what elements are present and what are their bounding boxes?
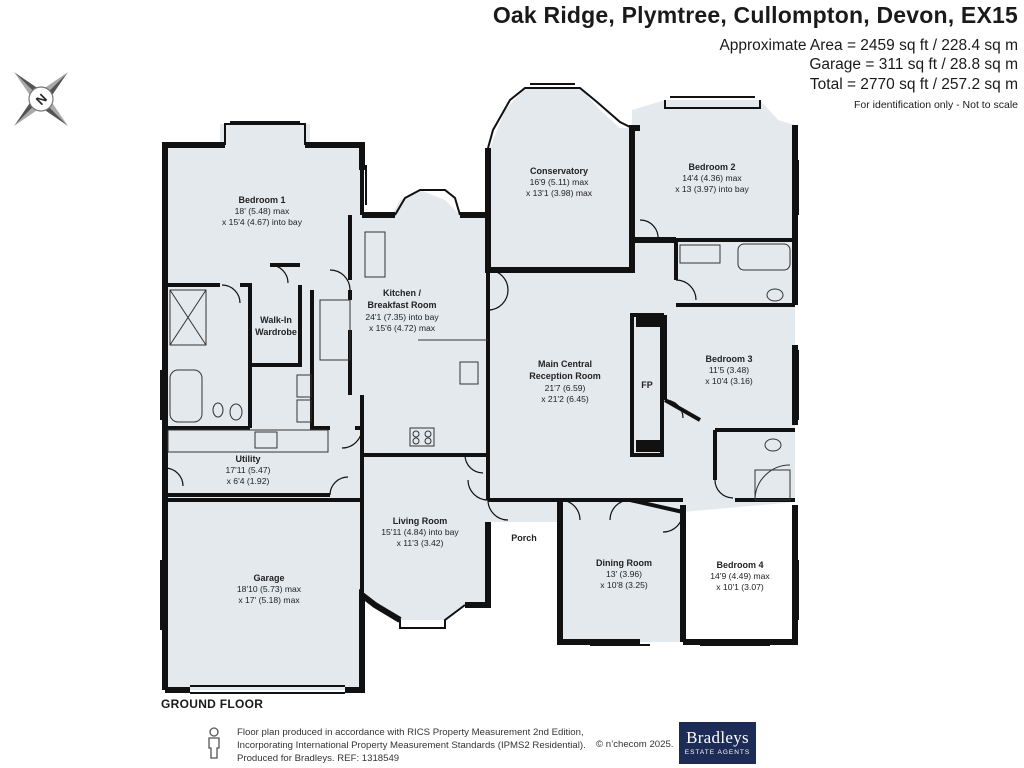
bedroom3-name: Bedroom 3 bbox=[705, 354, 752, 364]
bedroom1-dim1: 18' (5.48) max bbox=[235, 206, 290, 216]
kitchen-dim1: 24'1 (7.35) into bay bbox=[365, 312, 439, 322]
footer-line1: Floor plan produced in accordance with R… bbox=[237, 727, 584, 738]
windows bbox=[160, 83, 799, 694]
conservatory-name: Conservatory bbox=[530, 166, 588, 176]
reception-dim2: x 21'2 (6.45) bbox=[541, 394, 589, 404]
kitchen-name1: Kitchen / bbox=[383, 288, 422, 298]
walkin-name2: Wardrobe bbox=[255, 327, 297, 337]
room-labels: Bedroom 1 18' (5.48) max x 15'4 (4.67) i… bbox=[222, 162, 770, 605]
area-main: Approximate Area = 2459 sq ft / 228.4 sq… bbox=[719, 37, 1018, 54]
dining-name: Dining Room bbox=[596, 558, 652, 568]
person-icon bbox=[208, 727, 220, 759]
footer-line2: Incorporating International Property Mea… bbox=[237, 740, 586, 751]
bath-2 bbox=[737, 243, 791, 271]
doors bbox=[164, 219, 734, 533]
kitchen-sink bbox=[459, 361, 479, 385]
area-total: Total = 2770 sq ft / 257.2 sq m bbox=[809, 76, 1018, 93]
bedroom3-dim1: 11'5 (3.48) bbox=[709, 365, 749, 375]
bedroom1-name: Bedroom 1 bbox=[238, 195, 285, 205]
living-dim2: x 11'3 (3.42) bbox=[397, 538, 444, 548]
internal-walls bbox=[165, 170, 795, 595]
scale-disclaimer: For identification only - Not to scale bbox=[854, 99, 1018, 111]
utility-dim1: 17'11 (5.47) bbox=[226, 465, 271, 475]
porch-name: Porch bbox=[511, 533, 537, 543]
shower-tray bbox=[169, 289, 207, 346]
dining-dim1: 13' (3.96) bbox=[606, 569, 642, 579]
bedroom2-name: Bedroom 2 bbox=[688, 162, 735, 172]
footer-line3: Produced for Bradleys. REF: 1318549 bbox=[237, 753, 400, 764]
bedroom2-dim1: 14'4 (4.36) max bbox=[682, 173, 742, 183]
living-name: Living Room bbox=[393, 516, 448, 526]
bath bbox=[169, 369, 203, 423]
conservatory-dim2: x 13'1 (3.98) max bbox=[526, 188, 593, 198]
floor-label: GROUND FLOOR bbox=[161, 697, 264, 711]
property-title: Oak Ridge, Plymtree, Cullompton, Devon, … bbox=[492, 2, 1018, 28]
garage-name: Garage bbox=[253, 573, 284, 583]
brand-name: Bradleys bbox=[686, 728, 749, 747]
utility-sink bbox=[254, 431, 278, 449]
area-garage: Garage = 311 sq ft / 28.8 sq m bbox=[809, 56, 1018, 73]
copyright: © n’checom 2025. bbox=[596, 739, 674, 750]
utility-name: Utility bbox=[235, 454, 260, 464]
brand-tagline: ESTATE AGENTS bbox=[684, 749, 751, 756]
reception-name2: Reception Room bbox=[529, 371, 601, 381]
dining-dim2: x 10'8 (3.25) bbox=[600, 580, 648, 590]
fireplace-label: FP bbox=[641, 380, 653, 390]
footer-notes: Floor plan produced in accordance with R… bbox=[237, 726, 586, 765]
utility-dim2: x 6'4 (1.92) bbox=[227, 476, 270, 486]
conservatory-dim1: 16'9 (5.11) max bbox=[530, 177, 590, 187]
fixtures bbox=[167, 231, 791, 501]
compass-icon: N bbox=[14, 72, 68, 126]
garage-dim2: x 17' (5.18) max bbox=[238, 595, 300, 605]
bedroom4-name: Bedroom 4 bbox=[716, 560, 763, 570]
brand-logo: Bradleys ESTATE AGENTS bbox=[679, 722, 756, 764]
bedroom1-dim2: x 15'4 (4.67) into bay bbox=[222, 217, 303, 227]
kitchen-name2: Breakfast Room bbox=[367, 300, 436, 310]
reception-name1: Main Central bbox=[538, 359, 592, 369]
fireplace bbox=[630, 313, 664, 457]
living-dim1: 15'11 (4.84) into bay bbox=[381, 527, 459, 537]
outer-walls bbox=[162, 125, 798, 693]
garage-dim1: 18'10 (5.73) max bbox=[237, 584, 302, 594]
bedroom3-dim2: x 10'4 (3.16) bbox=[705, 376, 753, 386]
bedroom2-dim2: x 13 (3.97) into bay bbox=[675, 184, 749, 194]
kitchen-dim2: x 15'6 (4.72) max bbox=[369, 323, 436, 333]
hob bbox=[409, 427, 435, 447]
reception-dim1: 21'7 (6.59) bbox=[545, 383, 586, 393]
bedroom4-dim1: 14'9 (4.49) max bbox=[710, 571, 770, 581]
bedroom4-dim2: x 10'1 (3.07) bbox=[716, 582, 764, 592]
walkin-name1: Walk-In bbox=[260, 315, 292, 325]
